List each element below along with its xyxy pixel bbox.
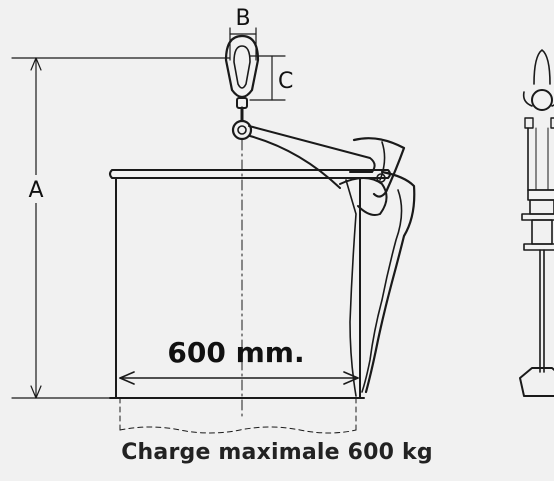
lifting-clamp-drawing: A B C (11, 6, 554, 434)
dimension-a: A (11, 57, 231, 399)
dimension-b: B (229, 6, 257, 61)
width-dimension: 600 mm. (119, 336, 359, 385)
side-view (519, 49, 554, 397)
lifting-ring (224, 34, 260, 141)
dimension-b-label: B (235, 6, 250, 31)
width-arrow-left (119, 371, 135, 385)
width-dimension-label: 600 mm. (167, 336, 304, 369)
clamp-jaw (339, 137, 416, 397)
width-arrow-right (343, 371, 359, 385)
dimension-a-arrow-bottom (30, 385, 42, 399)
dimension-a-label: A (28, 178, 43, 203)
dimension-c: C (249, 55, 293, 101)
dimension-a-arrow-top (30, 57, 42, 71)
drum-container (109, 169, 391, 434)
max-load-caption: Charge maximale 600 kg (121, 440, 433, 465)
dimension-c-label: C (278, 69, 293, 94)
